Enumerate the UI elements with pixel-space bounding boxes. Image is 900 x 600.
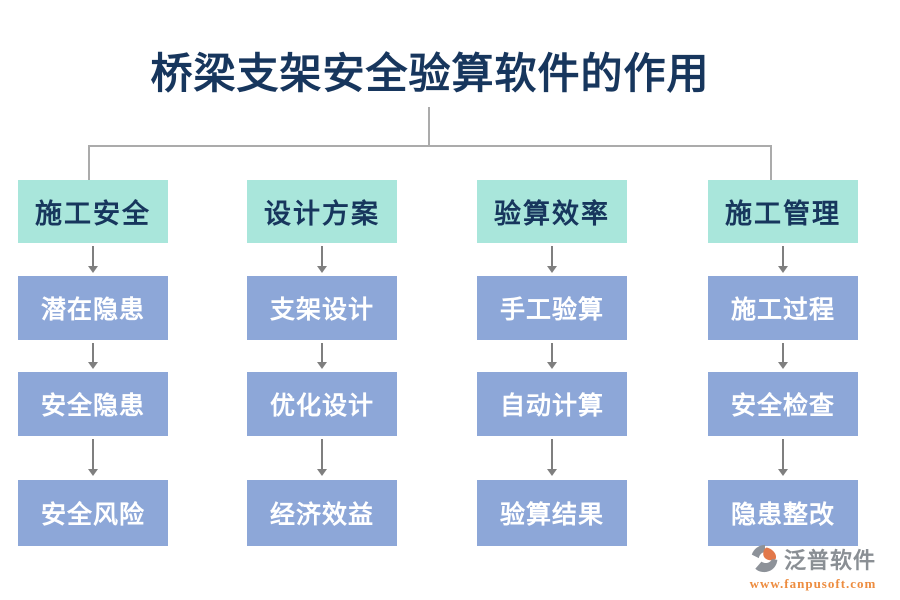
brand-watermark: 泛普软件 www.fanpusoft.com	[738, 543, 888, 592]
down-arrow-icon	[88, 439, 98, 476]
branch-item: 优化设计	[247, 372, 397, 436]
down-arrow-icon	[547, 246, 557, 273]
brand-name: 泛普软件	[783, 548, 876, 573]
down-arrow-icon	[547, 439, 557, 476]
down-arrow-icon	[88, 246, 98, 273]
connector-horizontal	[88, 145, 772, 147]
branch-column-construction-management: 施工管理 施工过程 安全检查 隐患整改	[708, 180, 858, 550]
branch-item: 隐患整改	[708, 480, 858, 546]
branch-item: 手工验算	[477, 276, 627, 340]
branch-item: 施工过程	[708, 276, 858, 340]
down-arrow-icon	[778, 246, 788, 273]
connector-drop-left	[88, 146, 90, 180]
branch-item: 经济效益	[247, 480, 397, 546]
branch-header: 施工安全	[18, 180, 168, 243]
connector-drop-right	[770, 146, 772, 180]
branch-item: 自动计算	[477, 372, 627, 436]
branch-item: 验算结果	[477, 480, 627, 546]
branch-header: 设计方案	[247, 180, 397, 243]
down-arrow-icon	[778, 343, 788, 369]
branch-column-construction-safety: 施工安全 潜在隐患 安全隐患 安全风险	[18, 180, 168, 550]
connector-stem	[428, 107, 430, 146]
branch-item: 支架设计	[247, 276, 397, 340]
down-arrow-icon	[547, 343, 557, 369]
down-arrow-icon	[317, 246, 327, 273]
down-arrow-icon	[778, 439, 788, 476]
diagram-title: 桥梁支架安全验算软件的作用	[150, 52, 710, 98]
branch-header: 验算效率	[477, 180, 627, 243]
down-arrow-icon	[88, 343, 98, 369]
branch-item: 安全检查	[708, 372, 858, 436]
branch-item: 安全风险	[18, 480, 168, 546]
fanpu-swirl-logo-icon	[750, 544, 780, 574]
down-arrow-icon	[317, 439, 327, 476]
branch-column-checking-efficiency: 验算效率 手工验算 自动计算 验算结果	[477, 180, 627, 550]
branch-column-design-scheme: 设计方案 支架设计 优化设计 经济效益	[247, 180, 397, 550]
down-arrow-icon	[317, 343, 327, 369]
branch-item: 安全隐患	[18, 372, 168, 436]
brand-url: www.fanpusoft.com	[749, 576, 877, 591]
branch-header: 施工管理	[708, 180, 858, 243]
branch-item: 潜在隐患	[18, 276, 168, 340]
